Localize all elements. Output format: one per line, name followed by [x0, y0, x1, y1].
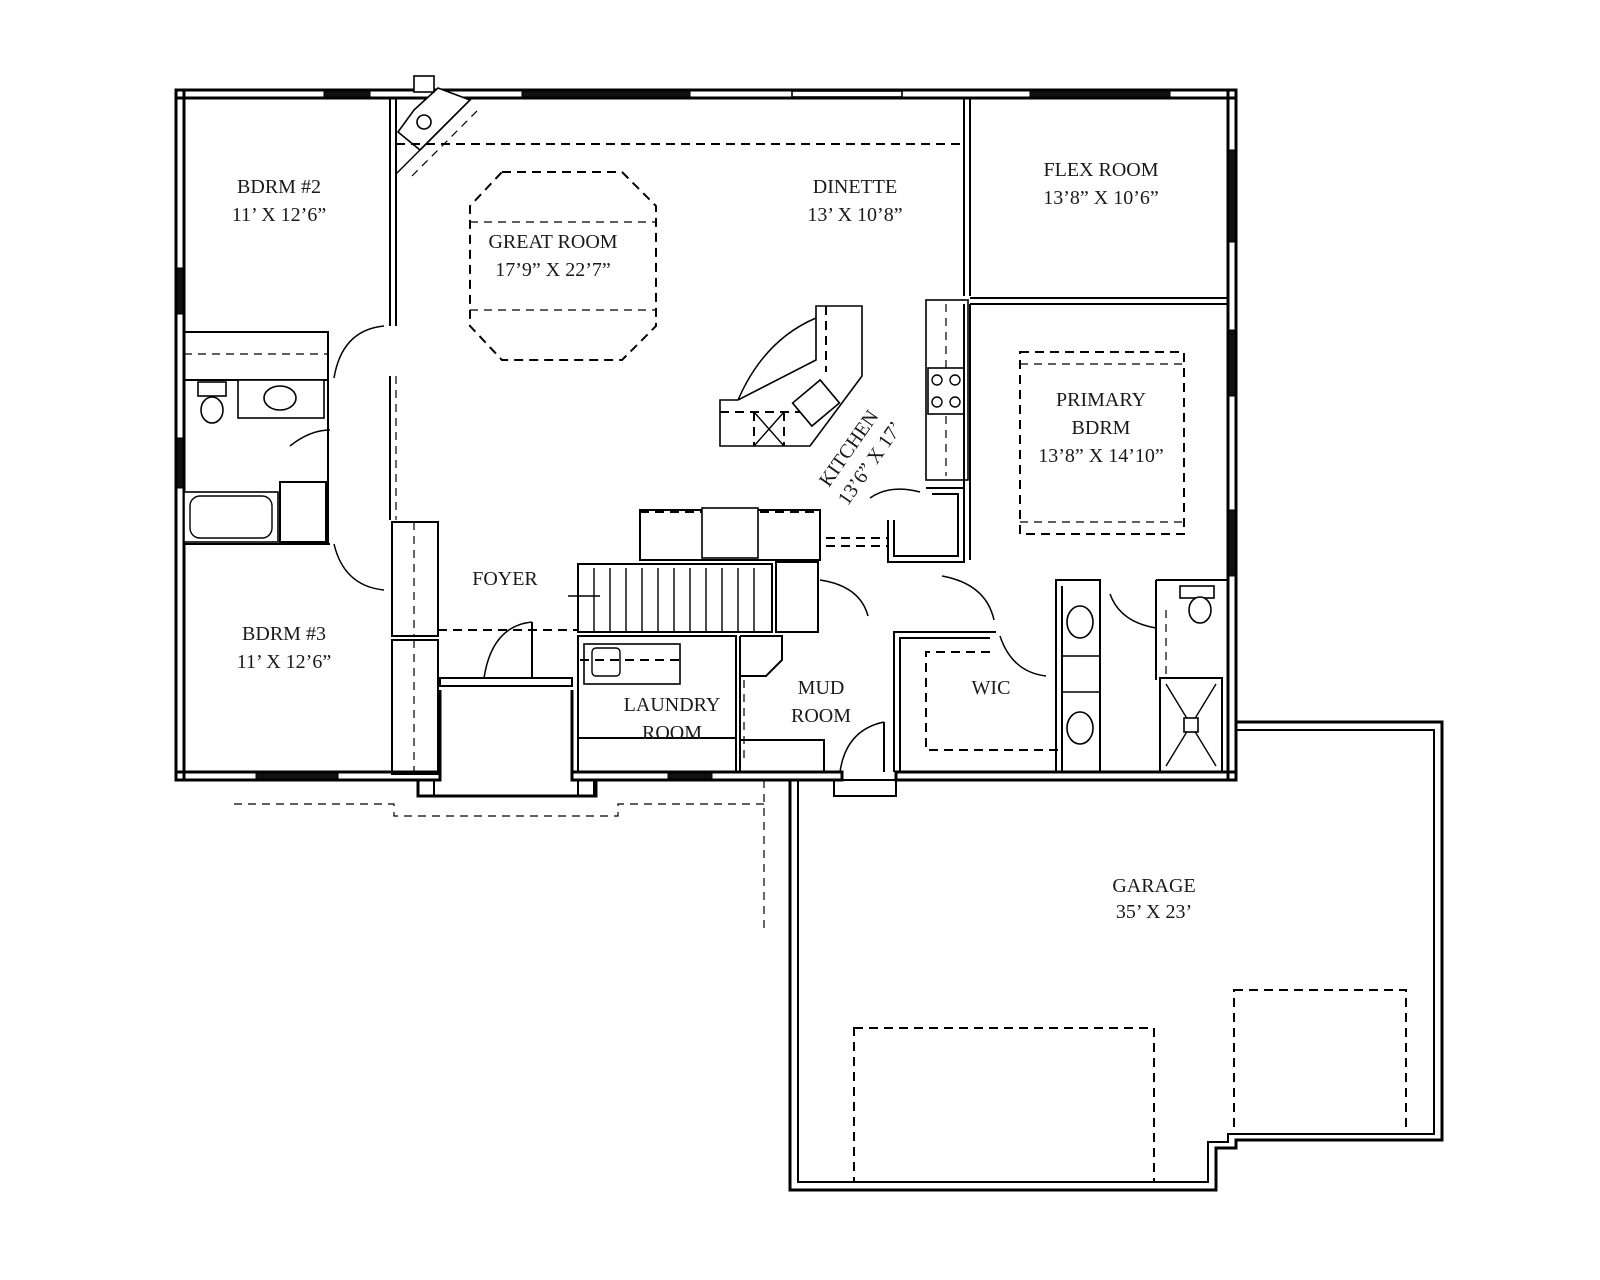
stair-treads: [593, 568, 755, 632]
label-flex-room: FLEX ROOM: [1043, 159, 1158, 181]
label-dinette: DINETTE: [813, 176, 897, 198]
size-primary-bdrm: 13’8” X 14’10”: [1038, 445, 1164, 467]
garage-walls: [788, 720, 1444, 1192]
label-mud-room-1: MUD: [798, 677, 845, 699]
roof-lines: [234, 780, 766, 930]
ceiling-features: [469, 160, 1185, 535]
doors: [289, 325, 1157, 773]
exterior-walls: [174, 88, 1238, 798]
label-bdrm2: BDRM #2: [237, 176, 321, 198]
size-bdrm2: 11’ X 12’6”: [232, 204, 326, 226]
label-laundry-1: LAUNDRY: [624, 694, 721, 716]
kitchen-island: [719, 305, 863, 447]
label-great-room: GREAT ROOM: [488, 231, 617, 253]
label-bdrm3: BDRM #3: [242, 623, 326, 645]
label-mud-room-2: ROOM: [791, 705, 851, 727]
size-flex-room: 13’8” X 10’6”: [1043, 187, 1159, 209]
interior-walls: [183, 75, 1228, 797]
size-dinette: 13’ X 10’8”: [807, 204, 902, 226]
size-great-room: 17’9” X 22’7”: [495, 259, 611, 281]
label-laundry-2: ROOM: [642, 722, 702, 744]
label-primary-bdrm-1: PRIMARY: [1056, 389, 1146, 411]
label-wic: WIC: [972, 677, 1011, 699]
label-foyer: FOYER: [472, 568, 538, 590]
size-bdrm3: 11’ X 12’6”: [237, 651, 331, 673]
label-garage: GARAGE: [1112, 875, 1195, 897]
windows: [176, 90, 1236, 780]
size-garage: 35’ X 23’: [1116, 901, 1192, 923]
label-primary-bdrm-2: BDRM: [1072, 417, 1131, 439]
